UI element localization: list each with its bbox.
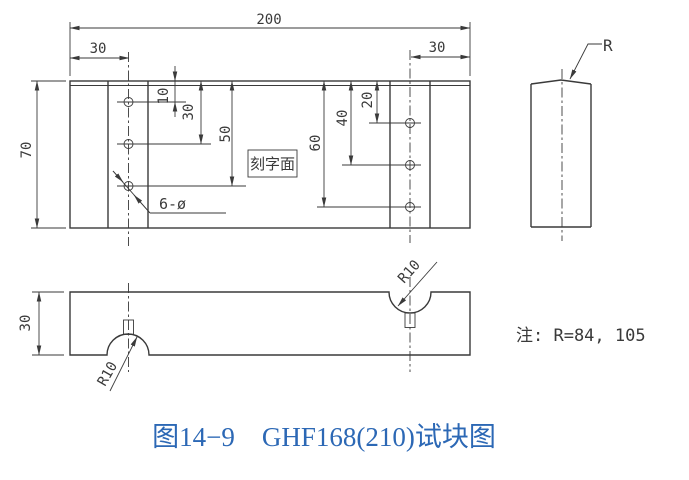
dim-70-text: 70 [19, 142, 35, 159]
engraving-face-box [247, 149, 298, 178]
dim-30b-text: 30 [18, 315, 34, 332]
dim-200-text: 200 [256, 12, 281, 28]
radius-label: R [603, 36, 613, 55]
note-text: 注: R=84, 105 [516, 326, 646, 346]
holes-leader-arrow-b [133, 194, 151, 214]
front-view: 刻字面 6-ø [69, 50, 471, 246]
r10-right-leader [397, 261, 438, 307]
engraving-face-label: 刻字面 [250, 155, 295, 173]
dim-30-left-text: 30 [90, 41, 107, 57]
figure-caption: 图14−9 GHF168(210)试块图 [152, 422, 496, 452]
dim-40-text: 40 [335, 110, 351, 127]
bottom-view-outline [69, 291, 471, 356]
dim-50-text: 50 [218, 126, 234, 143]
dim-30v-text: 30 [181, 104, 197, 121]
radius-leader [569, 43, 602, 80]
dim-60-text: 60 [308, 135, 324, 152]
front-view-outline [69, 80, 471, 229]
dim-10-text: 10 [156, 88, 172, 105]
bottom-view: 30 R10 R10 [18, 257, 471, 392]
side-view-top-edge [530, 79, 592, 85]
holes-leader-arrow-a [112, 170, 124, 183]
holes-count-label: 6-ø [159, 195, 186, 213]
r10-left-label: R10 [95, 359, 122, 389]
dim-30-right-text: 30 [429, 40, 446, 56]
dim-20-text: 20 [360, 92, 376, 109]
side-view: R [530, 36, 613, 241]
r10-left-leader [109, 336, 138, 392]
front-view-dimensions: 200 30 30 70 10 30 50 60 40 20 [19, 12, 471, 229]
